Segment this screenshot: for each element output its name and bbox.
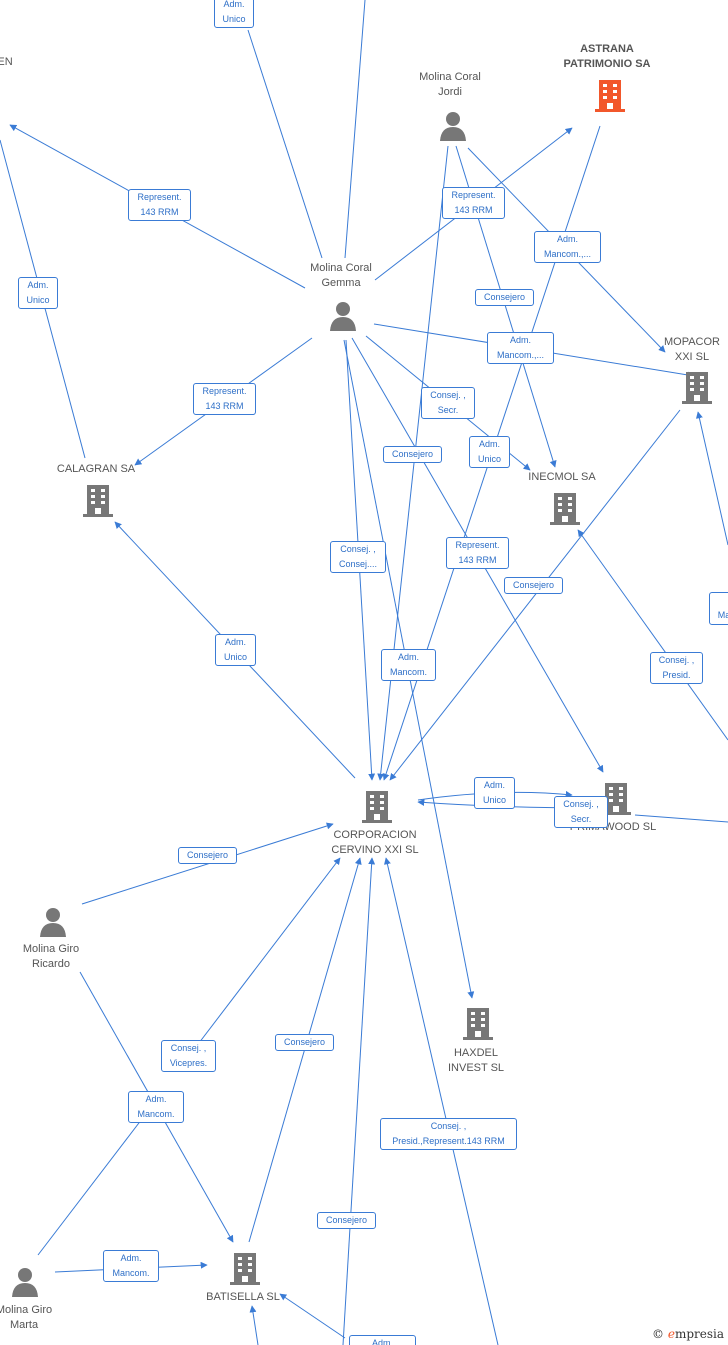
edge — [384, 857, 499, 1345]
edge-label[interactable]: Adm.Unico — [474, 777, 515, 809]
edge — [342, 857, 376, 1345]
node-label-inecmol[interactable]: INECMOL SA — [528, 471, 596, 483]
edge-label[interactable]: Adm.Mancom. — [103, 1250, 159, 1282]
edge-label[interactable]: Consejero — [317, 1212, 376, 1229]
edge-label[interactable]: Consej. ,Consej.... — [330, 541, 386, 573]
edge — [279, 1293, 346, 1339]
edge-label[interactable]: Consej. ,Secr. — [554, 796, 608, 828]
node-label-cut[interactable]: EN — [0, 56, 13, 68]
building-icon-highlight[interactable] — [595, 78, 625, 112]
edge-label[interactable]: Represent.143 RRM — [446, 537, 509, 569]
person-icon[interactable] — [38, 906, 68, 938]
edge-label[interactable]: Consejero — [504, 577, 563, 594]
edge-label[interactable]: Adm.Unico — [215, 634, 256, 666]
edge-label[interactable]: Ma — [709, 592, 728, 625]
building-icon[interactable] — [682, 370, 712, 404]
edge-label[interactable]: Adm.Unico — [214, 0, 254, 28]
edge — [389, 409, 681, 781]
edge-label[interactable]: Adm.Mancom.,... — [487, 332, 554, 364]
edge-label[interactable]: Adm.Mancom. — [128, 1091, 184, 1123]
edge-label[interactable]: Adm.Unico — [469, 436, 510, 468]
building-icon[interactable] — [463, 1006, 493, 1040]
brand-watermark: © empresia — [652, 1327, 724, 1341]
edge-label[interactable]: Consej. ,Presid. — [650, 652, 703, 684]
edge-label[interactable]: Consejero — [383, 446, 442, 463]
edge — [377, 145, 449, 781]
node-label-batisella[interactable]: BATISELLA SL — [206, 1291, 280, 1303]
edge-label[interactable]: Consej. ,Vicepres. — [161, 1040, 216, 1072]
edge-label[interactable]: Represent.143 RRM — [128, 189, 191, 221]
building-icon[interactable] — [601, 781, 631, 815]
edge-label[interactable]: Consejero — [275, 1034, 334, 1051]
person-icon[interactable] — [438, 110, 468, 142]
edge-label[interactable]: Adm.Mancom. — [381, 649, 436, 681]
building-icon[interactable] — [362, 789, 392, 823]
edge-label[interactable]: Consej. ,Secr. — [421, 387, 475, 419]
edge — [247, 29, 323, 259]
edge-label[interactable]: Consejero — [475, 289, 534, 306]
edge-label[interactable]: Consejero — [178, 847, 237, 864]
edge-label[interactable]: Represent.143 RRM — [442, 187, 505, 219]
edge-label[interactable]: Consej. ,Presid.,Represent.143 RRM — [380, 1118, 517, 1150]
edge-label[interactable]: Adm. — [349, 1335, 416, 1345]
building-icon[interactable] — [550, 491, 580, 525]
edge — [185, 857, 341, 1061]
edge — [695, 411, 728, 546]
brand-initial: e — [667, 1327, 675, 1341]
edge — [577, 529, 728, 741]
edge — [344, 0, 366, 259]
edge — [634, 814, 728, 823]
edge — [249, 1305, 259, 1345]
building-icon[interactable] — [230, 1251, 260, 1285]
copyright-icon: © — [652, 1327, 664, 1341]
person-icon[interactable] — [328, 300, 358, 332]
person-icon[interactable] — [10, 1266, 40, 1298]
brand-name: mpresia — [674, 1327, 724, 1341]
edge-label[interactable]: Adm.Mancom.,... — [534, 231, 601, 263]
edge-label[interactable]: Adm.Unico — [18, 277, 58, 309]
node-label-calagran[interactable]: CALAGRAN SA — [56, 463, 136, 475]
edge-label[interactable]: Represent.143 RRM — [193, 383, 256, 415]
building-icon[interactable] — [83, 483, 113, 517]
edge — [37, 1114, 146, 1256]
edge — [81, 822, 334, 905]
